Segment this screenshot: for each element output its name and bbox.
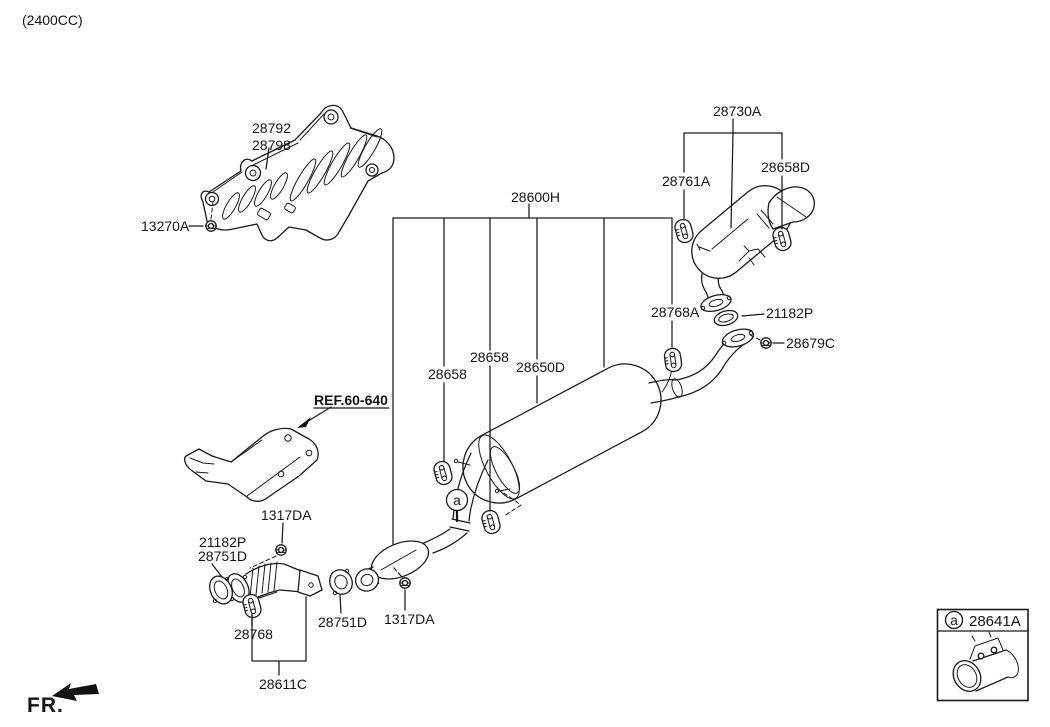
part-label-1317da-front[interactable]: 1317DA	[261, 507, 312, 523]
clamp-28641a-drawing	[952, 631, 1019, 692]
leader-28792	[265, 147, 270, 170]
bolt-13270a-drawing	[188, 201, 217, 232]
center-pipe-drawing	[354, 452, 489, 592]
part-label-28600h[interactable]: 28600H	[511, 189, 560, 205]
rear-muffler-drawing	[691, 185, 815, 313]
part-label-28658d[interactable]: 28658D	[761, 159, 810, 175]
ref-arrow	[297, 406, 390, 428]
gasket-rear-drawing	[713, 309, 739, 327]
part-label-28761a[interactable]: 28761A	[662, 173, 711, 189]
front-indicator-label: FR.	[27, 694, 64, 717]
part-label-28730a[interactable]: 28730A	[713, 103, 762, 119]
part-label-28798[interactable]: 28798	[252, 137, 291, 153]
part-label-1317da-center[interactable]: 1317DA	[384, 611, 435, 627]
kit-callout-bracket	[392, 203, 673, 545]
part-label-21182p-rear[interactable]: 21182P	[766, 305, 813, 321]
ref-heat-shield-drawing	[184, 427, 319, 502]
part-label-28751d-front[interactable]: 28751D	[198, 548, 247, 564]
center-muffler-drawing	[453, 363, 683, 517]
part-label-28679c[interactable]: 28679C	[786, 335, 835, 351]
legend-marker-letter: a	[950, 613, 958, 628]
marker-a: a	[445, 488, 469, 523]
part-label-28658-1[interactable]: 28658	[428, 366, 467, 382]
part-label-13270a[interactable]: 13270A	[141, 218, 190, 234]
legend-box: a 28641A	[936, 608, 1029, 702]
gasket-center-drawing	[329, 568, 353, 596]
part-label-21182p-front[interactable]: 21182P	[199, 534, 246, 550]
bolt-28679c-drawing	[747, 333, 785, 349]
part-label-28768a[interactable]: 28768A	[651, 304, 700, 320]
part-label-28751d-center[interactable]: 28751D	[318, 614, 367, 630]
part-label-28611c[interactable]: 28611C	[259, 676, 307, 692]
part-label-28792[interactable]: 28792	[252, 120, 291, 136]
front-direction-marker	[52, 683, 99, 701]
gasket-front-drawing	[209, 575, 233, 605]
heat-protector-upper-drawing	[200, 104, 395, 242]
legend-part-number[interactable]: 28641A	[969, 613, 1021, 630]
part-label-28658-2[interactable]: 28658	[470, 349, 509, 365]
marker-a-letter: a	[453, 493, 461, 508]
leader-lines	[211, 313, 765, 676]
front-arrow-icon	[52, 683, 99, 701]
ref-link-60-640[interactable]: REF.60-640	[314, 392, 388, 408]
engine-variant-label: (2400CC)	[22, 12, 83, 28]
part-label-28768[interactable]: 28768	[234, 626, 273, 642]
rear-assy-callout-bracket	[683, 118, 783, 230]
part-label-28650d[interactable]: 28650D	[516, 359, 565, 375]
